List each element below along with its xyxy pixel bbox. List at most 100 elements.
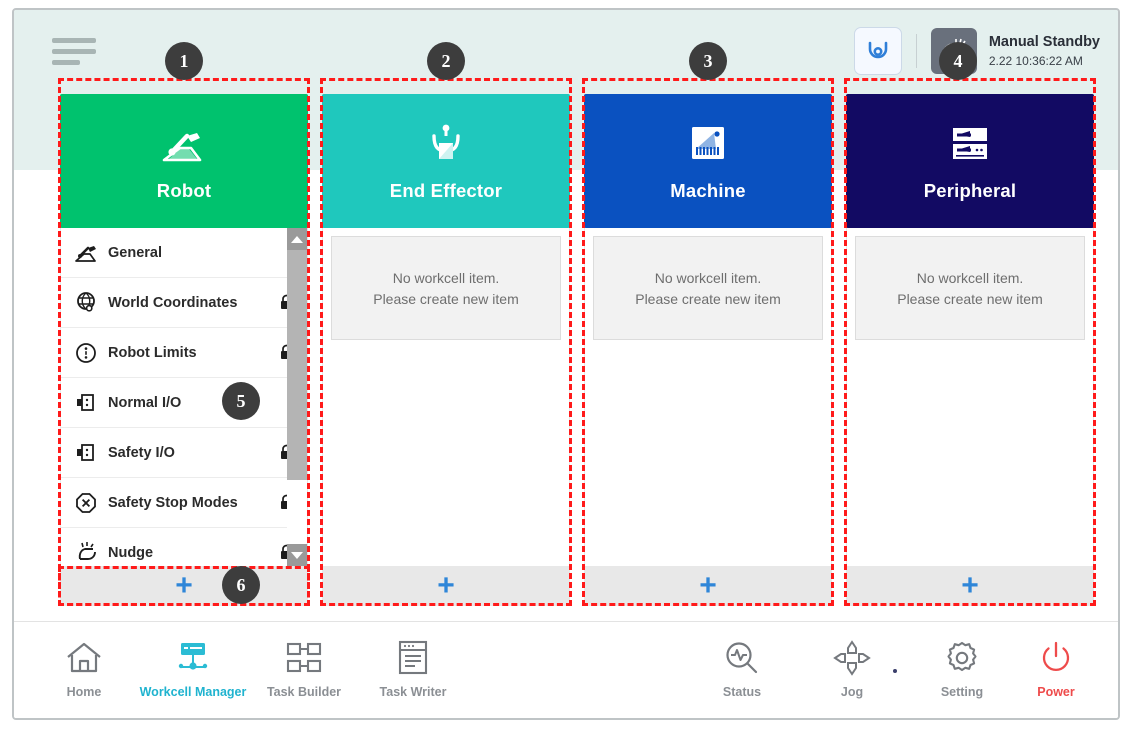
plus-icon: +	[699, 569, 717, 602]
end-effector-item-list: No workcell item. Please create new item	[322, 228, 570, 566]
list-item-label: Normal I/O	[108, 394, 182, 411]
robot-list: General World Coordinates	[61, 228, 307, 566]
list-item-label: General	[108, 244, 162, 261]
scroll-up-arrow-icon[interactable]	[287, 228, 307, 250]
list-item[interactable]: Safety I/O	[61, 428, 307, 478]
stop-octagon-icon	[71, 488, 101, 518]
list-item-label: Nudge	[108, 544, 154, 561]
mode-datetime: 2.22 10:36:22 AM	[988, 53, 1083, 68]
list-item-label: World Coordinates	[108, 294, 238, 311]
scrollbar-thumb[interactable]	[287, 250, 307, 480]
annotation-badge-4: 4	[939, 42, 977, 80]
list-item-label: Safety Stop Modes	[108, 494, 238, 511]
list-item[interactable]: Nudge	[61, 528, 307, 566]
empty-line-1: No workcell item.	[654, 269, 762, 286]
io-port-icon	[71, 438, 101, 468]
nav-label: Workcell Manager	[139, 685, 247, 699]
empty-state: No workcell item. Please create new item	[593, 236, 823, 340]
list-item[interactable]: General	[61, 228, 307, 278]
nav-task-builder[interactable]: Task Builder	[248, 636, 360, 699]
list-item-label: Robot Limits	[108, 344, 197, 361]
column-title-end-effector: End Effector	[389, 180, 503, 201]
robot-item-list: General World Coordinates	[60, 228, 308, 566]
nav-jog[interactable]: Jog	[796, 636, 908, 699]
empty-line-2: Please create new item	[373, 290, 519, 307]
bottom-navigation: Home Workcell Manager	[14, 621, 1118, 718]
empty-state: No workcell item. Please create new item	[331, 236, 561, 340]
plus-icon: +	[437, 569, 455, 602]
list-scrollbar[interactable]	[287, 228, 307, 566]
home-icon	[65, 636, 103, 680]
column-header-machine[interactable]: Machine	[584, 94, 832, 228]
separator-dot	[893, 669, 897, 673]
annotation-badge-3: 3	[689, 42, 727, 80]
limits-icon	[71, 338, 101, 368]
nav-label: Task Writer	[379, 685, 447, 699]
column-end-effector: End Effector No workcell item. Please cr…	[322, 94, 570, 606]
power-icon	[1038, 636, 1074, 680]
gear-icon	[943, 636, 981, 680]
empty-line-2: Please create new item	[897, 290, 1043, 307]
workcell-columns: Robot General	[14, 10, 1118, 622]
plus-icon: +	[175, 569, 193, 602]
nav-setting[interactable]: Setting	[906, 636, 1018, 699]
annotation-badge-2: 2	[427, 42, 465, 80]
empty-line-1: No workcell item.	[392, 269, 500, 286]
machine-panel-icon	[686, 116, 730, 172]
column-machine: Machine No workcell item. Please create …	[584, 94, 832, 606]
column-robot: Robot General	[60, 94, 308, 606]
list-item[interactable]: Robot Limits	[61, 328, 307, 378]
column-header-robot[interactable]: Robot	[60, 94, 308, 228]
hand-nudge-icon	[71, 538, 101, 567]
add-end-effector-button[interactable]: +	[322, 566, 570, 606]
gripper-icon	[424, 116, 468, 172]
column-title-machine: Machine	[670, 180, 746, 201]
add-peripheral-button[interactable]: +	[846, 566, 1094, 606]
annotation-badge-6: 6	[222, 566, 260, 604]
nav-status[interactable]: Status	[686, 636, 798, 699]
nav-power[interactable]: Power	[1000, 636, 1112, 699]
list-item[interactable]: World Coordinates	[61, 278, 307, 328]
nav-task-writer[interactable]: Task Writer	[357, 636, 469, 699]
scroll-down-arrow-icon[interactable]	[287, 544, 307, 566]
mode-status-text: Manual Standby 2.22 10:36:22 AM	[989, 33, 1100, 68]
io-port-icon	[71, 388, 101, 418]
machine-item-list: No workcell item. Please create new item	[584, 228, 832, 566]
task-builder-icon	[283, 636, 325, 680]
empty-line-1: No workcell item.	[916, 269, 1024, 286]
empty-state: No workcell item. Please create new item	[855, 236, 1085, 340]
cobot-icon[interactable]	[853, 27, 902, 75]
list-item[interactable]: Safety Stop Modes	[61, 478, 307, 528]
column-title-robot: Robot	[156, 180, 212, 201]
nav-home[interactable]: Home	[28, 636, 140, 699]
nav-label: Power	[1037, 685, 1075, 699]
robot-arm-icon	[160, 116, 208, 172]
column-peripheral: Peripheral No workcell item. Please crea…	[846, 94, 1094, 606]
column-header-end-effector[interactable]: End Effector	[322, 94, 570, 228]
hamburger-menu-icon[interactable]	[52, 38, 96, 68]
column-title-peripheral: Peripheral	[923, 180, 1017, 201]
column-header-peripheral[interactable]: Peripheral	[846, 94, 1094, 228]
nav-label: Status	[722, 685, 762, 699]
nav-workcell-manager[interactable]: Workcell Manager	[137, 636, 249, 699]
add-machine-button[interactable]: +	[584, 566, 832, 606]
workcell-icon	[172, 636, 214, 680]
list-item[interactable]: Normal I/O	[61, 378, 307, 428]
header-divider	[915, 34, 917, 68]
annotation-badge-5: 5	[222, 382, 260, 420]
empty-line-2: Please create new item	[635, 290, 781, 307]
globe-axis-icon	[71, 288, 101, 318]
mode-title: Manual Standby	[988, 34, 1100, 51]
nav-label: Jog	[840, 685, 864, 699]
nav-label: Home	[66, 685, 102, 699]
task-writer-icon	[395, 636, 431, 680]
peripheral-item-list: No workcell item. Please create new item	[846, 228, 1094, 566]
annotation-badge-1: 1	[165, 42, 203, 80]
add-robot-button[interactable]: +	[60, 566, 308, 606]
plus-icon: +	[961, 569, 979, 602]
robot-arm-icon	[71, 238, 101, 268]
device-frame: Manual Standby 2.22 10:36:22 AM Robot	[12, 8, 1120, 720]
nav-label: Setting	[940, 685, 984, 699]
server-rack-icon	[946, 116, 994, 172]
nav-label: Task Builder	[266, 685, 342, 699]
